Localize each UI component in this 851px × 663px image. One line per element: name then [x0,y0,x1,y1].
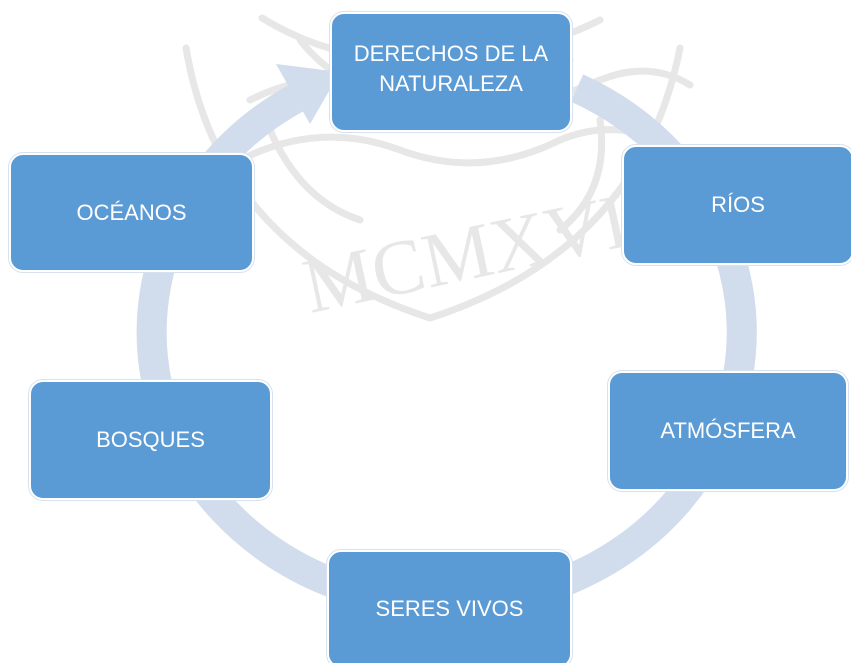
node-label: ATMÓSFERA [660,418,796,443]
node-label: SERES VIVOS [375,596,524,621]
node-seres-vivos: SERES VIVOS [327,550,572,663]
node-oceanos: OCÉANOS [9,153,254,272]
node-label: BOSQUES [96,427,205,452]
node-derechos-de-la-naturaleza: DERECHOS DE LA NATURALEZA [330,12,572,132]
node-rios: RÍOS [622,145,851,265]
cycle-arrowhead [276,64,340,124]
node-label: DERECHOS DE LA NATURALEZA [353,41,549,96]
node-bosques: BOSQUES [29,380,272,500]
node-label: RÍOS [711,192,765,217]
node-atmosfera: ATMÓSFERA [608,371,848,491]
node-label: OCÉANOS [76,199,187,225]
